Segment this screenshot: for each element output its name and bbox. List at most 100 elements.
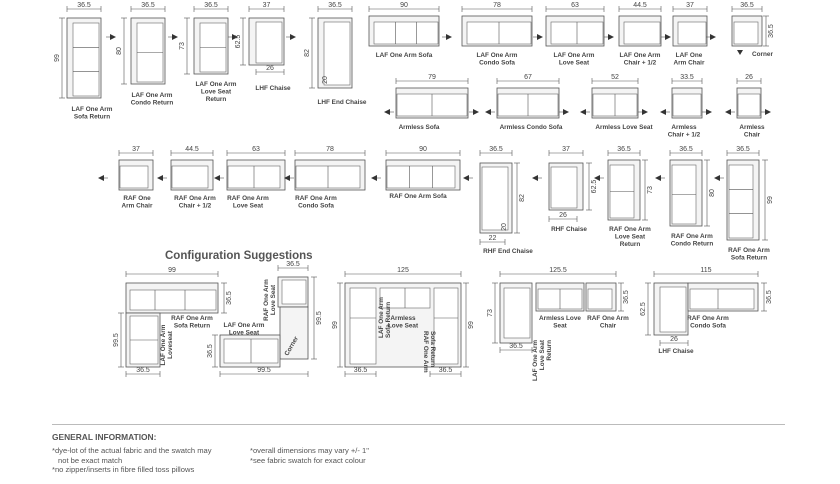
piece-label: LAF One Arm [132, 92, 173, 99]
dim-width: 26 [745, 74, 753, 81]
dim-width: 36.5 [489, 146, 503, 153]
seat-area [171, 165, 209, 189]
piece-label: LAF One [676, 52, 703, 59]
dim-width: 115 [700, 267, 711, 274]
dim-bottom: 36.5 [354, 367, 368, 374]
piece-label: Corner [752, 51, 773, 58]
piece-label: RAF One Arm [295, 195, 337, 202]
dim-width: 33.5 [680, 74, 694, 81]
dim-width: 125.5 [549, 267, 567, 274]
dim-depth: 99 [54, 54, 61, 62]
piece-label: LAF One Arm [72, 106, 113, 113]
arrow-left-icon [463, 175, 469, 181]
dim-inner: 20 [501, 223, 508, 231]
piece-label: Love Seat [559, 60, 590, 67]
note-line: *see fabric swatch for exact colour [250, 455, 366, 465]
piece-label: Arm Chair [122, 203, 153, 210]
seat-area [733, 21, 759, 45]
arrow-left-icon [371, 175, 377, 181]
arrow-left-icon [284, 175, 290, 181]
piece-label: RAF One Arm [728, 247, 770, 254]
dim-depth: 99 [332, 321, 339, 329]
piece-label: Armless [739, 124, 765, 131]
seat-area [550, 166, 578, 209]
config-label: LAF One Arm [378, 297, 385, 338]
piece-label: Armless [671, 124, 697, 131]
dim-inner: 26 [559, 212, 567, 219]
arrow-left-icon [655, 175, 661, 181]
dim-bottom: 26 [670, 336, 678, 343]
piece-label: Condo Sofa [298, 203, 334, 210]
corner-piece [279, 306, 309, 360]
dim-width: 52 [611, 74, 619, 81]
config-label: LAF One Arm [224, 322, 265, 329]
arrow-right-icon [710, 34, 716, 40]
note-line: *overall dimensions may vary +/- 1" [250, 446, 369, 455]
config-label: Love Seat [388, 323, 419, 330]
piece-label: RHF Chaise [551, 226, 587, 233]
piece-label: LAF One Arm [196, 81, 237, 88]
general-information: GENERAL INFORMATION: [52, 432, 452, 445]
piece-label: LHF End Chaise [317, 99, 366, 106]
dim-width: 125 [397, 267, 409, 274]
piece-label: Condo Sofa [479, 60, 515, 67]
dim-depth: 99 [468, 321, 475, 329]
config-label: RAF One Arm [422, 331, 429, 373]
piece-label: RAF One Arm [609, 226, 651, 233]
dim-depth: 99.5 [316, 311, 323, 325]
piece-label: Return [620, 241, 641, 248]
seat-area [281, 279, 307, 305]
dim-width: 90 [400, 2, 408, 9]
note-line: *dye-lot of the actual fabric and the sw… [52, 446, 212, 455]
seat-area [119, 165, 149, 189]
arrow-right-icon [290, 34, 296, 40]
arrow-right-icon [172, 34, 178, 40]
piece-label: LAF One Arm [554, 52, 595, 59]
dim-width: 44.5 [185, 146, 199, 153]
dim-depth: 36.5 [768, 24, 775, 38]
arrow-right-icon [473, 109, 479, 115]
dim-width: 36.5 [77, 2, 91, 9]
piece-label: RAF One [123, 195, 151, 202]
arrow-right-icon [765, 109, 771, 115]
arrow-right-icon [232, 34, 238, 40]
seat-area [323, 21, 351, 86]
piece-label: Condo Return [131, 100, 174, 107]
dim-width: 37 [686, 2, 694, 9]
dim-width: 36.5 [736, 146, 750, 153]
dim-width: 36.5 [204, 2, 218, 9]
piece-label: LAF One Arm [620, 52, 661, 59]
arrow-right-icon [665, 34, 671, 40]
dim-width: 78 [493, 2, 501, 9]
config-label: Sofa Return [174, 323, 210, 330]
arrow-left-icon [725, 109, 731, 115]
arrow-left-icon [594, 175, 600, 181]
piece-label: Condo Return [671, 241, 714, 248]
dim-width: 37 [562, 146, 570, 153]
seat-area [677, 21, 707, 45]
arrow-left-icon [384, 109, 390, 115]
seat-area [129, 289, 217, 311]
seat-area [503, 287, 531, 339]
arrow-left-icon [580, 109, 586, 115]
dim-inner: 20 [322, 76, 329, 84]
piece-label: RAF One Arm [174, 195, 216, 202]
arrow-right-icon [537, 34, 543, 40]
dim-width: 37 [263, 2, 271, 9]
piece-label: LAF One Arm [477, 52, 518, 59]
dim-width: 79 [428, 74, 436, 81]
piece-label: Chair [744, 132, 761, 139]
dim-inner: 26 [266, 65, 274, 72]
config-label: LAF One Arm [160, 324, 167, 365]
seat-area [728, 164, 754, 239]
dim-width: 37 [132, 146, 140, 153]
note-right: *overall dimensions may vary +/- 1" *see… [250, 446, 450, 465]
dim-depth: 62.5 [640, 302, 647, 316]
dim-width: 63 [571, 2, 579, 9]
piece-label: Return [206, 96, 227, 103]
piece-label: LAF One Arm Sofa [376, 52, 433, 59]
note-line: not be exact match [58, 455, 123, 465]
arrow-right-icon [706, 109, 712, 115]
dim-width: 36.5 [740, 2, 754, 9]
